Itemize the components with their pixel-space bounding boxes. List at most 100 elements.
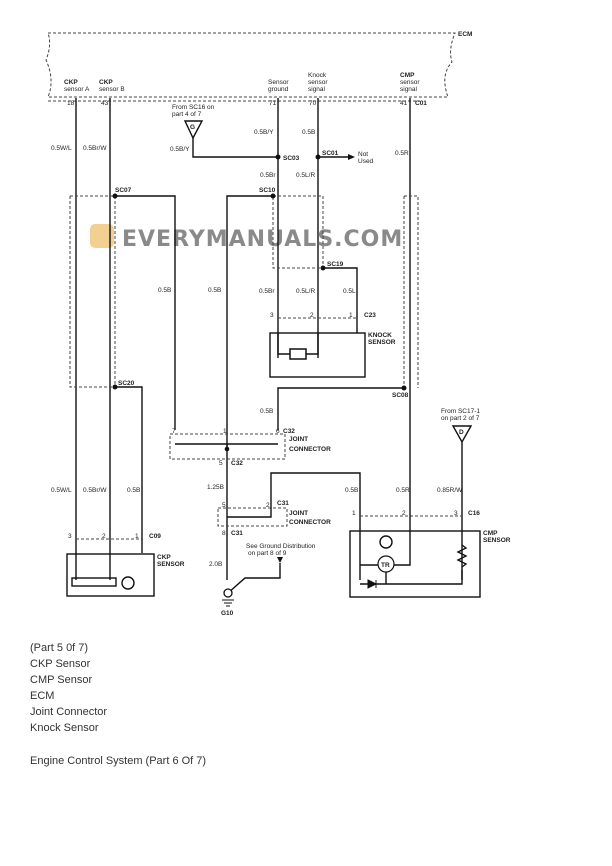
diagram-label: 1: [352, 510, 356, 517]
cmp-sensor-box: [349, 530, 481, 598]
ecm-outline: [45, 32, 456, 98]
diagram-label: sensor: [400, 79, 420, 86]
ckp-sensor-box: [66, 553, 155, 597]
diagram-label: 3: [270, 312, 274, 319]
d-connector-triangle: [451, 425, 473, 444]
diagram-label: 8: [222, 530, 226, 537]
diagram-label: C32: [231, 460, 243, 467]
diagram-label: 2: [402, 510, 406, 517]
wire-sc19: [323, 267, 358, 333]
arrow-icon: [348, 154, 355, 160]
ground-symbol: [222, 599, 234, 607]
caption-list: (Part 5 0f 7) CKP Sensor CMP Sensor ECM …: [30, 640, 107, 736]
ground-icon: [223, 588, 233, 598]
diagram-label: 0.5W/L: [51, 487, 72, 494]
diagram-label: 0.5B/Y: [254, 129, 274, 136]
diagram-label: 41: [400, 100, 408, 107]
diagram-label: SENSOR: [483, 537, 511, 544]
diagram-label: 0.5L: [343, 288, 356, 295]
diagram-label: Used: [358, 158, 374, 165]
next-section-title: Engine Control System (Part 6 Of 7): [30, 755, 207, 767]
reluctor-icon: [121, 576, 135, 590]
diagram-label: KNOCK: [368, 332, 392, 339]
diagram-label: 70: [309, 100, 317, 107]
diagram-label: CMP: [400, 72, 415, 79]
ground-dist-arrow-icon: [277, 557, 283, 563]
diagram-label: SC03: [283, 155, 300, 162]
wire-c31-cmp: [227, 472, 361, 580]
caption-ckp-sensor: CKP Sensor: [30, 658, 91, 670]
joint-connector-c32: [169, 433, 286, 460]
diagram-label: SENSOR: [368, 339, 396, 346]
diagram-label: 71: [269, 100, 277, 107]
diagram-label: 0.5Br/W: [83, 145, 107, 152]
diagram-label: 5: [219, 460, 223, 467]
diagram-label: 1: [223, 428, 227, 435]
diagram-label: 0.5B: [260, 408, 273, 415]
diagram-label: sensor: [308, 79, 328, 86]
caption-cmp-sensor: CMP Sensor: [30, 674, 93, 686]
diagram-label: SC20: [118, 380, 135, 387]
diagram-label: 0.5B: [345, 487, 358, 494]
diagram-label: C31: [231, 530, 243, 537]
diagram-label: G: [190, 124, 195, 131]
diagram-label: 0.5R: [396, 487, 410, 494]
diagram-label: sensor A: [64, 86, 90, 93]
diagram-label: 5: [222, 502, 226, 509]
caption-joint-connector: Joint Connector: [30, 706, 108, 718]
joint-connector-c31: [217, 507, 288, 527]
ecm-pin-sensor-ground: Sensor ground 71: [268, 79, 289, 107]
diagram-label: C23: [364, 312, 376, 319]
diagram-label: 2: [102, 533, 106, 540]
ecm-pin-ckp-a: CKP sensor A 18: [64, 79, 90, 107]
diagram-label: SC08: [392, 392, 409, 399]
diagram-label: 0.5Br/W: [83, 487, 107, 494]
ecm-pin-cmp-signal: CMP sensor signal 41 C01: [400, 72, 427, 107]
cmp-shield: [403, 195, 419, 388]
diagram-label: From SC17-1: [441, 408, 480, 415]
wire-sc08: [277, 387, 404, 430]
caption-knock-sensor: Knock Sensor: [30, 722, 99, 734]
diagram-label: 0.5L/R: [296, 288, 315, 295]
wire-ground-dist: [227, 563, 281, 594]
diagram-label: signal: [400, 86, 418, 93]
piezo-icon: [289, 348, 307, 360]
diagram-label: 2: [266, 502, 270, 509]
c32-junction: [224, 446, 230, 452]
diagram-label: C16: [468, 510, 480, 517]
diagram-label: 1: [135, 533, 139, 540]
diagram-label: part 4 of 7: [172, 111, 202, 118]
diagram-label: TR: [381, 562, 390, 569]
diagram-label: C09: [149, 533, 161, 540]
ecm-pin-ckp-b: CKP sensor B 43: [99, 79, 125, 107]
caption-ecm: ECM: [30, 690, 55, 702]
diagram-label: SC10: [259, 187, 276, 194]
diagram-label: 1: [349, 312, 353, 319]
diagram-label: C01: [415, 100, 427, 107]
wire-sc10: [226, 195, 273, 580]
diagram-label: From SC16 on: [172, 104, 215, 111]
diagram-label: 0.5R: [395, 150, 409, 157]
diagram-label: C31: [277, 500, 289, 507]
diagram-label: 0.85R/W: [437, 487, 463, 494]
diagram-label: D: [459, 429, 464, 436]
ecm-label: ECM: [458, 31, 472, 38]
wire-sc07: [115, 195, 176, 430]
diagram-label: ground: [268, 86, 289, 93]
diagram-label: 2: [310, 312, 314, 319]
diagram-label: CMP: [483, 530, 498, 537]
diagram-label: Not: [358, 151, 368, 158]
diagram-label: C32: [283, 428, 295, 435]
diagram-label: SENSOR: [157, 561, 185, 568]
cmp-internal-wires: [360, 515, 463, 585]
resistor-icon: [456, 544, 468, 568]
ckp-shield: [69, 195, 116, 388]
diagram-label: 6: [276, 428, 280, 435]
diagram-label: 7: [172, 428, 176, 435]
ecm-pin-knock-signal: Knock sensor signal 70: [308, 72, 328, 107]
diode-icon: [367, 579, 378, 589]
watermark-text: EVERYMANUALS.COM: [122, 227, 403, 252]
caption-part: (Part 5 0f 7): [30, 642, 89, 654]
diagram-label: 0.5Br: [260, 172, 276, 179]
diagram-label: CKP: [99, 79, 113, 86]
